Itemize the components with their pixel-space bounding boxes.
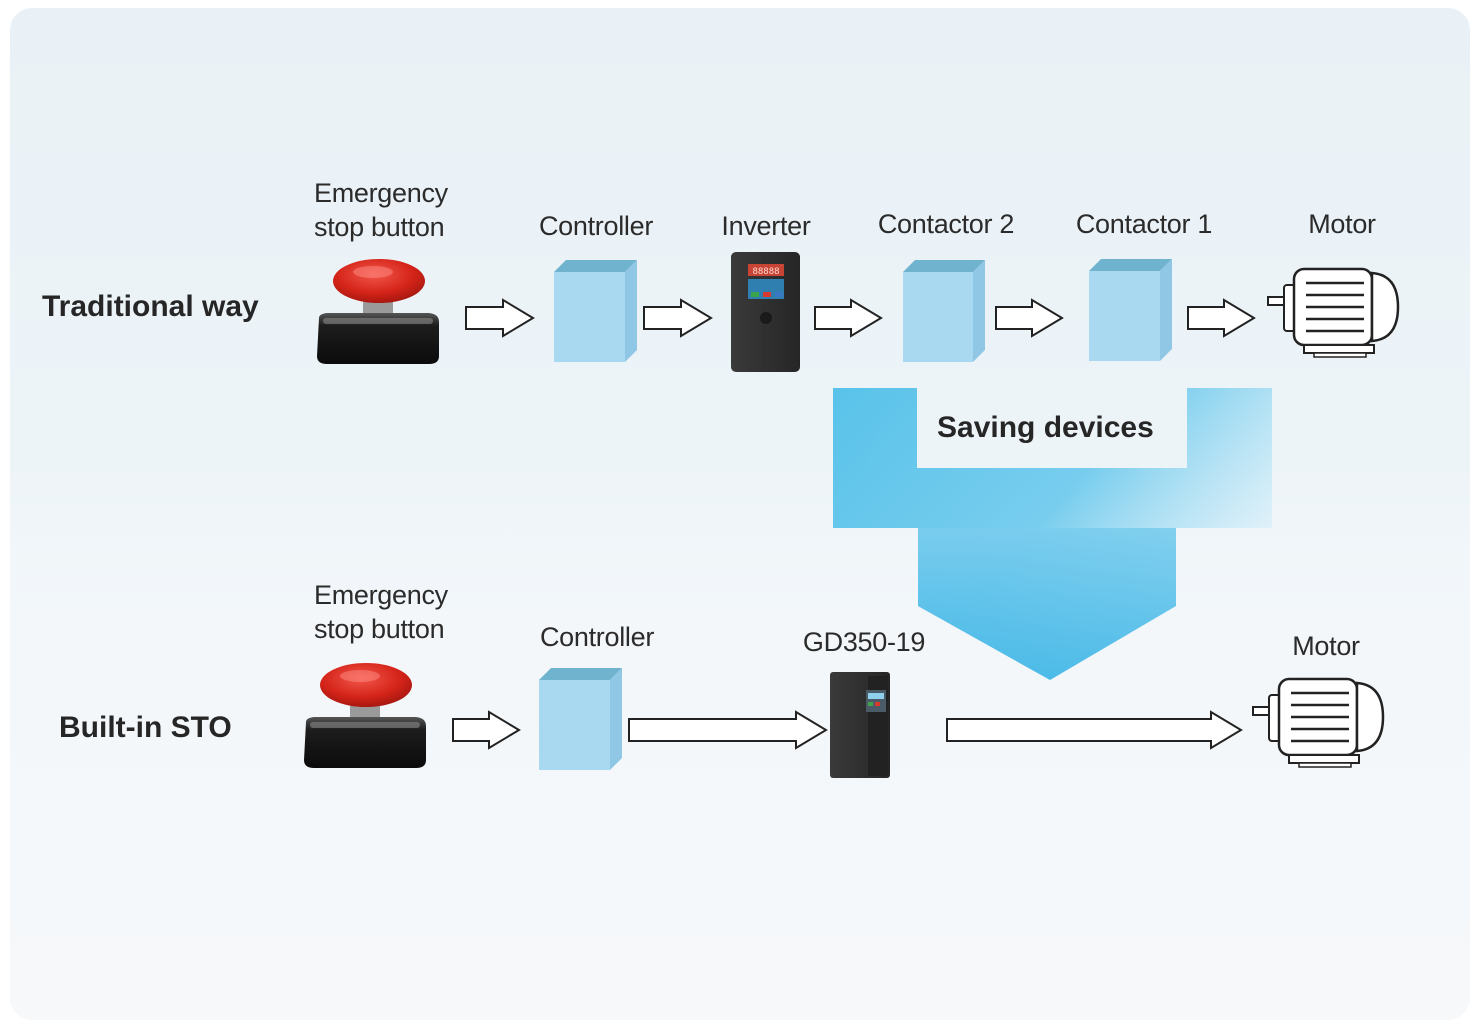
- motor-label: Motor: [1292, 631, 1360, 661]
- estop-label-line1: Emergency: [314, 580, 448, 610]
- inverter-label: Inverter: [721, 211, 811, 241]
- controller-box-icon: [554, 260, 637, 362]
- emergency-stop-button-icon: [317, 259, 439, 364]
- arrow-icon: [814, 298, 883, 338]
- flow-arrows: [452, 298, 1256, 750]
- controller-label: Controller: [538, 211, 654, 241]
- saving-devices-label: Saving devices: [937, 411, 1154, 444]
- saving-devices-funnel: [833, 388, 1272, 680]
- contactor-2-box-icon: [903, 260, 985, 362]
- motor-icon: [1267, 267, 1400, 358]
- contactor-1-box-icon: [1089, 259, 1172, 361]
- motor-label: Motor: [1308, 209, 1376, 239]
- arrow-icon: [1187, 298, 1256, 338]
- estop-label-line2: stop button: [314, 212, 445, 242]
- svg-text:88888: 88888: [752, 267, 779, 277]
- arrow-icon: [946, 710, 1243, 750]
- controller-label: Controller: [539, 622, 655, 652]
- controller-box-icon: [539, 668, 622, 770]
- row-label-built-in-sto: Built-in STO: [59, 711, 232, 744]
- estop-label-line1: Emergency: [314, 178, 448, 208]
- arrow-icon: [452, 710, 521, 750]
- arrow-icon: [465, 298, 535, 338]
- arrow-icon: [643, 298, 713, 338]
- gd350-19-label: GD350-19: [802, 627, 926, 657]
- arrow-icon: [628, 710, 828, 750]
- contactor-1-label: Contactor 1: [1075, 209, 1213, 239]
- emergency-stop-button-icon: [304, 663, 426, 768]
- estop-label-line2: stop button: [314, 614, 445, 644]
- inverter-icon: 88888: [731, 252, 800, 372]
- contactor-2-label: Contactor 2: [877, 209, 1015, 239]
- arrow-icon: [995, 298, 1064, 338]
- motor-icon: [1252, 677, 1385, 768]
- row-label-traditional: Traditional way: [42, 290, 259, 323]
- gd350-19-drive-icon: [830, 672, 890, 778]
